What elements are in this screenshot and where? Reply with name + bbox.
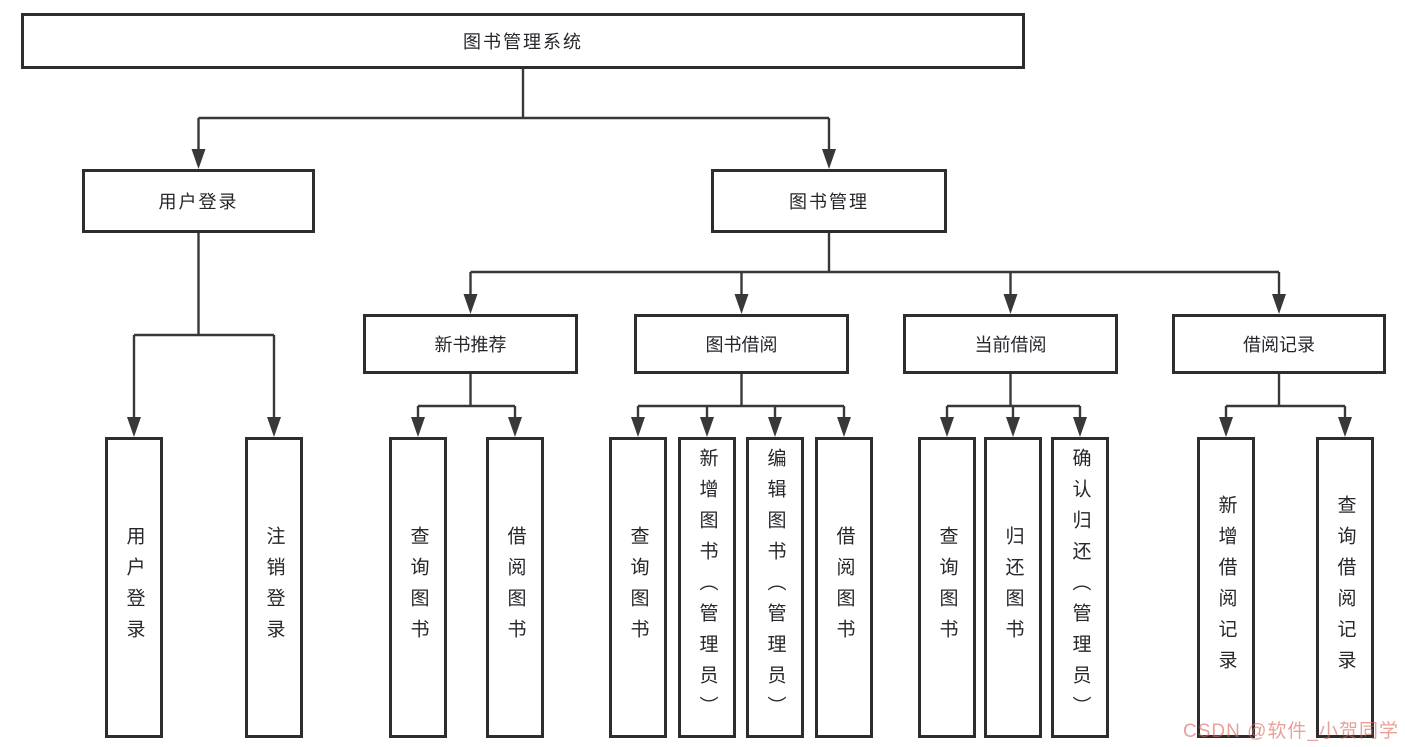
node-label: 新增图书（管理员） — [696, 448, 718, 727]
leaf-borrow-books-recommend: 借阅图书 — [486, 437, 544, 738]
connector-record-children — [1219, 374, 1352, 437]
node-user-login: 用户登录 — [82, 169, 315, 233]
connector-book-mgmt-to-level3 — [463, 233, 1286, 314]
node-label: 查询借阅记录 — [1334, 494, 1356, 681]
leaf-add-borrow-record: 新增借阅记录 — [1197, 437, 1255, 738]
node-current-borrow: 当前借阅 — [903, 314, 1118, 374]
leaf-logout-login: 注销登录 — [245, 437, 303, 738]
connector-new-book-children — [411, 374, 522, 437]
node-book-management: 图书管理 — [711, 169, 947, 233]
node-book-borrow: 图书借阅 — [634, 314, 849, 374]
node-label: 当前借阅 — [974, 335, 1047, 355]
leaf-return-books: 归还图书 — [984, 437, 1042, 738]
node-label: 注销登录 — [263, 525, 285, 650]
node-library-system-root: 图书管理系统 — [21, 13, 1025, 69]
node-borrow-record: 借阅记录 — [1172, 314, 1386, 374]
node-label: 归还图书 — [1002, 525, 1024, 650]
leaf-edit-books-admin: 编辑图书（管理员） — [746, 437, 804, 738]
node-label: 用户登录 — [158, 192, 239, 212]
node-label: 编辑图书（管理员） — [764, 448, 786, 727]
leaf-borrow-books: 借阅图书 — [815, 437, 873, 738]
node-label: 图书管理系统 — [463, 32, 583, 52]
leaf-query-books-current: 查询图书 — [918, 437, 976, 738]
connector-borrow-children — [631, 374, 851, 437]
node-label: 查询图书 — [936, 525, 958, 650]
node-label: 确认归还（管理员） — [1069, 448, 1091, 727]
connector-current-children — [940, 374, 1087, 437]
leaf-query-books-borrow: 查询图书 — [609, 437, 667, 738]
node-label: 借阅记录 — [1243, 335, 1315, 355]
node-new-book-recommend: 新书推荐 — [363, 314, 578, 374]
leaf-query-books-recommend: 查询图书 — [389, 437, 447, 738]
node-label: 新书推荐 — [434, 335, 507, 355]
node-label: 查询图书 — [407, 525, 429, 650]
node-label: 借阅图书 — [833, 525, 855, 650]
csdn-watermark: CSDN @软件_小贺同学 — [1183, 721, 1399, 742]
leaf-add-books-admin: 新增图书（管理员） — [678, 437, 736, 738]
node-label: 图书管理 — [789, 192, 869, 212]
node-label: 新增借阅记录 — [1215, 494, 1237, 681]
node-label: 用户登录 — [123, 525, 145, 650]
connector-login-children — [127, 233, 281, 437]
leaf-user-login: 用户登录 — [105, 437, 163, 738]
node-label: 图书借阅 — [705, 335, 778, 355]
connector-root-to-level2 — [191, 69, 836, 169]
leaf-confirm-return-admin: 确认归还（管理员） — [1051, 437, 1109, 738]
node-label: 查询图书 — [627, 525, 649, 650]
leaf-query-borrow-record: 查询借阅记录 — [1316, 437, 1374, 738]
node-label: 借阅图书 — [504, 525, 526, 650]
